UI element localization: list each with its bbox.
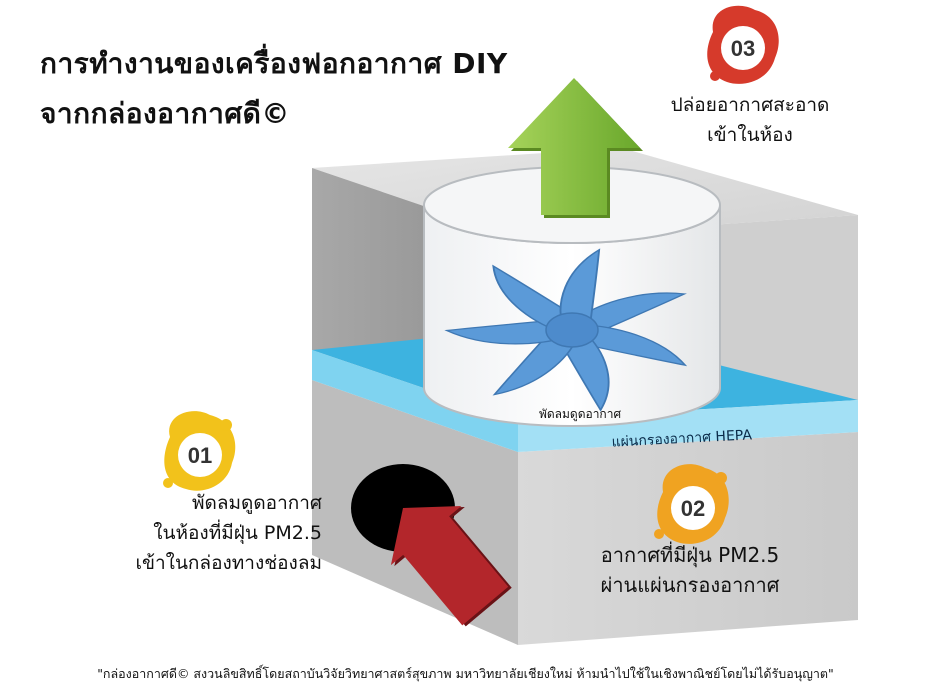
title-line-2: จากกล่องอากาศดี© [40,97,290,130]
step-1-line-1: พัดลมดูดอากาศ [191,492,322,514]
step-1-line-2: ในห้องที่มีฝุ่น PM2.5 [153,522,322,544]
filter-label: แผ่นกรองอากาศ HEPA [611,427,753,450]
badge-03: 03 [707,5,779,84]
badge-01-number: 01 [188,443,212,468]
fan-blade [559,330,610,412]
step-2-line-1: อากาศที่มีฝุ่น PM2.5 [600,543,780,567]
fan-hub [545,312,599,348]
step-3-caption: ปล่อยอากาศสะอาด เข้าในห้อง [630,90,870,150]
step-2-caption: อากาศที่มีฝุ่น PM2.5 ผ่านแผ่นกรองอากาศ [570,540,810,600]
copyright-footer: "กล่องอากาศดี© สงวนลิขสิทธิ์โดยสถาบันวิจ… [97,666,834,681]
step-1-caption: พัดลมดูดอากาศ ในห้องที่มีฝุ่น PM2.5 เข้า… [72,488,322,578]
fan-blade [492,264,577,333]
step-3-line-1: ปล่อยอากาศสะอาด [670,94,830,116]
hepa-filter-front-edge [518,400,858,452]
fan-blade [577,324,688,367]
clean-air-out-arrow [508,78,643,218]
badge-01: 01 [163,411,236,491]
step-1-line-3: เข้าในกล่องทางช่องลม [135,552,322,574]
badge-03-number: 03 [731,36,755,61]
step-2-line-2: ผ่านแผ่นกรองอากาศ [600,573,780,597]
fan-blade [444,319,568,345]
step-3-line-2: เข้าในห้อง [707,124,793,146]
fan-blade [492,330,579,396]
fan-blade [570,292,687,336]
badge-02-number: 02 [681,496,705,521]
fan-blade [559,248,601,326]
fan-label: พัดลมดูดอากาศ [539,407,622,422]
hepa-filter-left-edge [312,350,518,452]
badge-02: 02 [654,464,729,544]
fan-icon [444,248,688,412]
title-line-1: การทำงานของเครื่องฟอกอากาศ DIY [40,47,508,80]
dusty-air-in-arrow [390,506,512,627]
